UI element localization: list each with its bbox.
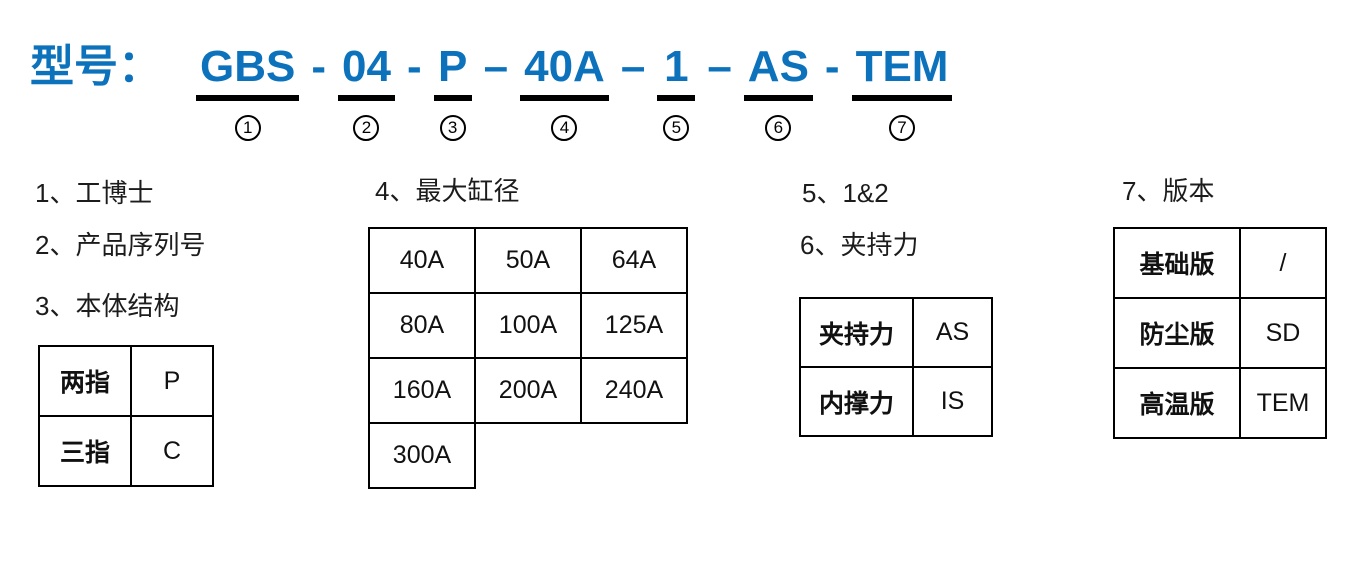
segment-underline-5 [657,95,696,101]
separator-dash-4: – [620,42,646,91]
model-code-prefix: 型号： [30,42,162,91]
segment-underline-6 [743,95,813,101]
segment-underline-2 [338,95,395,101]
table-row: 高温版 TEM [1113,367,1327,439]
table-cell: AS [912,297,993,368]
table-row: 80A 100A 125A [368,292,688,359]
separator-dash-1: - [311,42,327,91]
separator-dash-3: – [483,42,509,91]
model-code-title: 型号： GBS 1 - 04 2 - P 3 – 40A 4 – 1 5 [30,42,953,141]
table-cell: 40A [368,227,476,294]
model-table-structure: 两指 P 三指 C [38,345,214,487]
segment-underline-4 [520,95,609,101]
separator-dash-2: - [406,42,422,91]
table-cell: 80A [368,292,476,359]
legend-item-2-series: 2、产品序列号 [35,230,206,260]
model-segment-6: AS 6 [743,42,813,141]
table-cell: C [130,415,214,487]
model-segment-2: 04 2 [338,42,395,141]
segment-underline-7 [851,95,953,101]
table-cell: 基础版 [1113,227,1241,299]
segment-text-4: 40A [524,42,605,91]
segment-text-3: P [437,42,468,91]
table-row: 基础版 / [1113,227,1327,299]
separator-dash-5: – [707,42,732,91]
model-table-force: 夹持力 AS 内撑力 IS [799,297,993,437]
legend-item-6-force: 6、夹持力 [800,230,919,260]
table-cell: 夹持力 [799,297,914,368]
legend-item-5-count: 5、1&2 [802,178,889,208]
table-cell: 高温版 [1113,367,1241,439]
table-cell: 三指 [38,415,132,487]
table-row: 内撑力 IS [799,366,993,437]
table-cell: 240A [580,357,688,424]
circled-number-4: 4 [551,115,578,141]
table-row: 夹持力 AS [799,297,993,368]
table-cell: 100A [474,292,582,359]
table-cell: 160A [368,357,476,424]
model-segment-5: 1 5 [657,42,696,141]
model-segment-1: GBS 1 [196,42,300,141]
segment-underline-1 [196,95,300,101]
segment-text-5: 1 [664,42,689,91]
segment-underline-3 [433,95,472,101]
separator-dash-6: - [824,42,840,91]
table-cell: 两指 [38,345,132,417]
table-row: 160A 200A 240A [368,357,688,424]
table-cell: P [130,345,214,417]
table-cell: 防尘版 [1113,297,1241,369]
table-cell: 50A [474,227,582,294]
circled-number-6: 6 [765,115,792,141]
legend-item-7-version: 7、版本 [1122,176,1215,206]
circled-number-1: 1 [234,115,261,141]
table-cell: 200A [474,357,582,424]
segment-text-7: TEM [855,42,949,91]
table-cell: TEM [1239,367,1327,439]
legend-item-4-bore: 4、最大缸径 [375,176,520,206]
legend-item-1-brand: 1、工博士 [35,178,154,208]
table-cell: 64A [580,227,688,294]
circled-number-2: 2 [353,115,380,141]
legend-item-3-structure: 3、本体结构 [35,291,180,321]
model-table-version: 基础版 / 防尘版 SD 高温版 TEM [1113,227,1327,439]
model-segment-3: P 3 [433,42,472,141]
table-cell: / [1239,227,1327,299]
segment-text-1: GBS [200,42,296,91]
table-row: 防尘版 SD [1113,297,1327,369]
table-cell: 125A [580,292,688,359]
table-cell: SD [1239,297,1327,369]
circled-number-3: 3 [439,115,466,141]
table-cell: IS [912,366,993,437]
model-table-bore: 40A 50A 64A 80A 100A 125A 160A 200A 240A… [368,227,688,489]
segment-text-2: 04 [342,42,391,91]
circled-number-5: 5 [663,115,690,141]
model-segment-7: TEM 7 [851,42,953,141]
segment-text-6: AS [747,42,809,91]
table-row: 两指 P [38,345,214,417]
model-segment-4: 40A 4 [520,42,609,141]
circled-number-7: 7 [889,115,916,141]
table-row: 300A [368,422,687,489]
table-row: 三指 C [38,415,214,487]
table-cell: 300A [368,422,476,489]
table-row: 40A 50A 64A [368,227,688,294]
table-cell: 内撑力 [799,366,914,437]
